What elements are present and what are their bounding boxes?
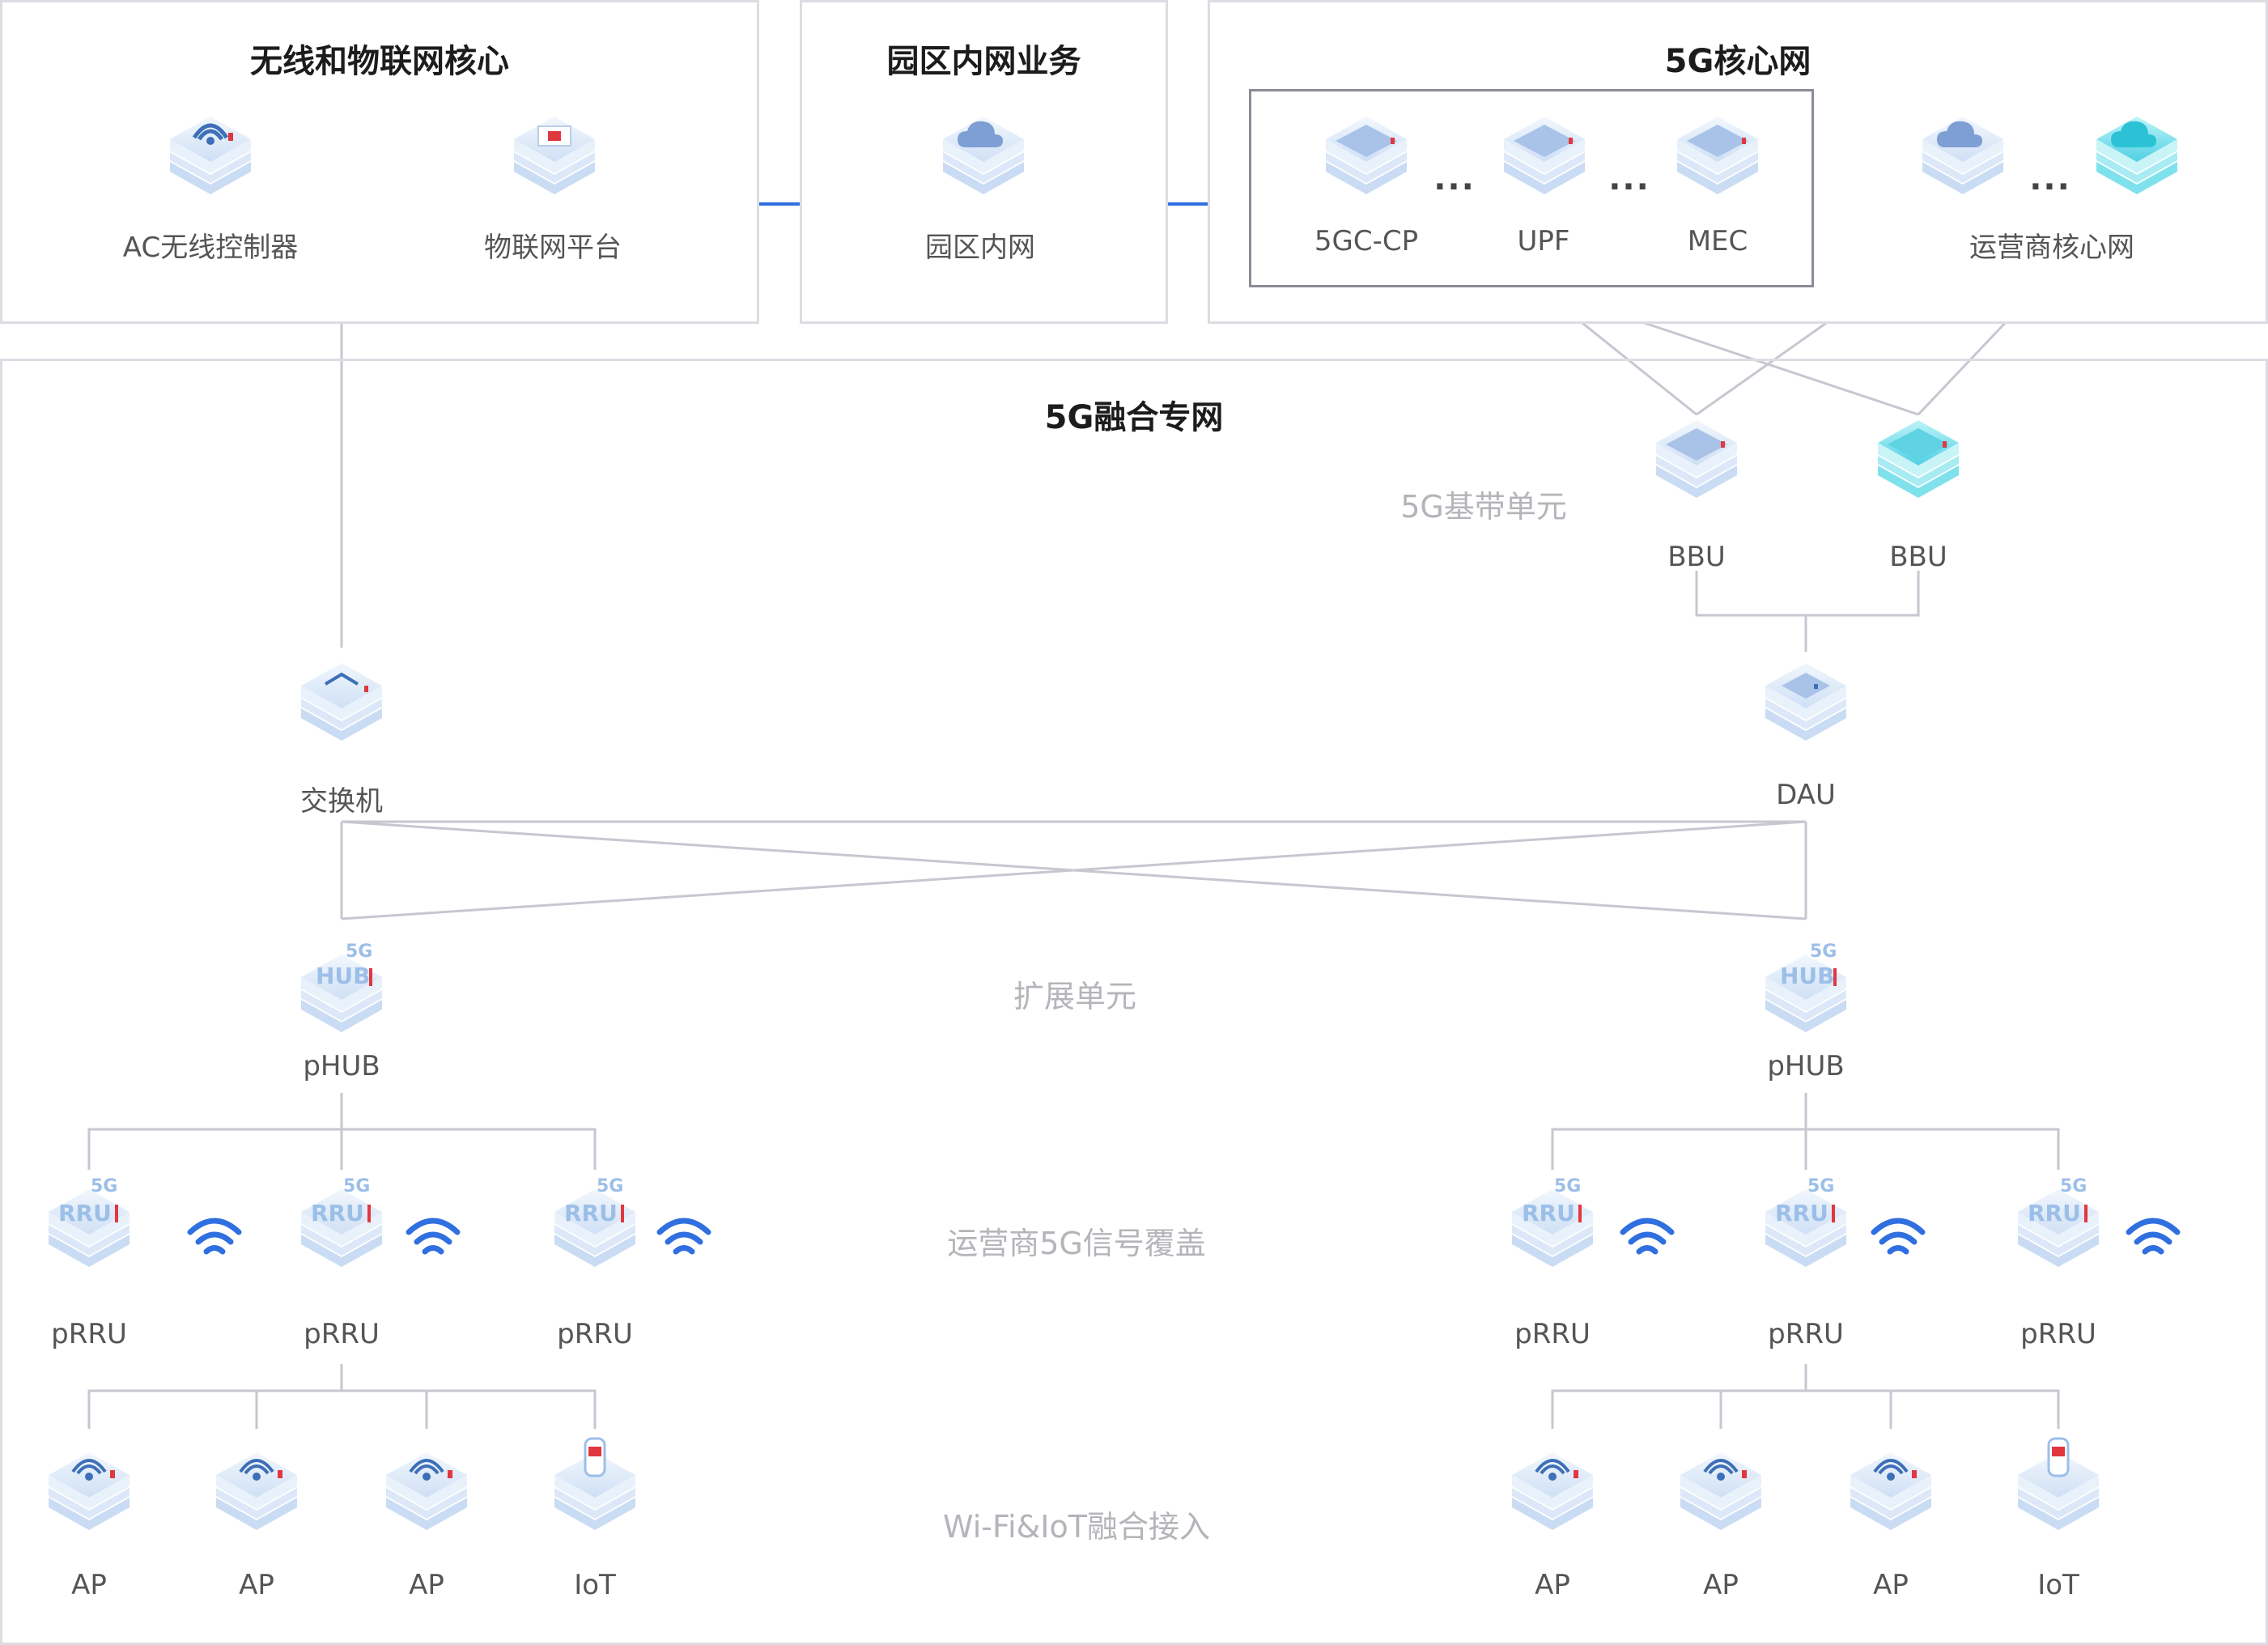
ap-label: AP — [1873, 1569, 1909, 1601]
ellipsis: ... — [1608, 160, 1650, 198]
ap-label: AP — [239, 1569, 274, 1601]
section-label-expansion: 扩展单元 — [1013, 979, 1137, 1014]
panel-title: 园区内网业务 — [886, 43, 1081, 80]
panel-title: 5G融合专网 — [1044, 399, 1224, 436]
prru-icon: RRU 5G — [554, 1174, 635, 1274]
wifi-signal-icon — [1615, 1214, 1680, 1266]
svg-text:HUB: HUB — [316, 963, 371, 989]
wifi-signal-icon — [182, 1214, 247, 1266]
phub-label: pHUB — [303, 1050, 380, 1082]
svg-text:5G: 5G — [1807, 1176, 1834, 1197]
ap-label: AP — [409, 1569, 444, 1601]
switch-label: 交换机 — [300, 785, 383, 818]
prru-label: pRRU — [2020, 1318, 2096, 1350]
wifi-signal-icon — [652, 1214, 716, 1266]
phub-label: pHUB — [1767, 1050, 1845, 1082]
cloud-cyan-icon — [2096, 113, 2177, 206]
prru-icon: RRU 5G — [1512, 1174, 1593, 1274]
ap-label: AP — [1535, 1569, 1570, 1601]
ap-label: AP — [1703, 1569, 1739, 1601]
ellipsis: ... — [2029, 160, 2071, 198]
bbu-label: BBU — [1889, 541, 1947, 573]
iot-platform-icon — [514, 113, 595, 206]
ap-icon — [216, 1449, 297, 1541]
server-icon — [1677, 113, 1758, 206]
wifi-signal-icon — [2121, 1214, 2185, 1266]
svg-text:5G: 5G — [2060, 1176, 2087, 1197]
iot-device-icon — [554, 1437, 635, 1537]
panel-title: 无线和物联网核心 — [250, 43, 509, 80]
svg-text:HUB: HUB — [1780, 963, 1835, 989]
svg-text:RRU: RRU — [2028, 1200, 2081, 1226]
panel-5g-converged-private-network: 5G融合专网 — [0, 359, 2268, 1645]
svg-text:RRU: RRU — [564, 1200, 618, 1226]
ap-icon — [1680, 1449, 1761, 1541]
svg-text:RRU: RRU — [1775, 1200, 1828, 1226]
ap-icon — [49, 1449, 130, 1541]
svg-text:5G: 5G — [597, 1176, 623, 1197]
prru-label: pRRU — [1768, 1318, 1844, 1350]
cloud-icon — [943, 113, 1024, 206]
bbu-label: BBU — [1667, 541, 1726, 573]
iot-label: IoT — [574, 1569, 616, 1601]
cloud-icon — [1922, 113, 2003, 206]
ac-controller-label: AC无线控制器 — [122, 232, 299, 264]
svg-text:RRU: RRU — [58, 1200, 112, 1226]
campus-intranet-label: 园区内网 — [925, 232, 1035, 264]
prru-label: pRRU — [1514, 1318, 1591, 1350]
svg-text:5G: 5G — [343, 1176, 370, 1197]
5gc-cp-label: 5GC-CP — [1314, 225, 1419, 257]
section-label-baseband: 5G基带单元 — [1400, 489, 1567, 525]
iot-device-icon — [2018, 1437, 2099, 1537]
svg-text:5G: 5G — [1554, 1176, 1581, 1197]
iot-label: IoT — [2037, 1569, 2079, 1601]
ac-controller-icon — [170, 113, 251, 206]
switch-icon — [301, 660, 382, 752]
svg-text:5G: 5G — [346, 942, 372, 962]
ap-icon — [386, 1449, 467, 1541]
wifi-signal-icon — [1866, 1214, 1930, 1266]
iot-platform-label: 物联网平台 — [484, 232, 622, 264]
ap-icon — [1512, 1449, 1593, 1541]
server-icon — [1326, 113, 1407, 206]
upf-label: UPF — [1517, 225, 1570, 257]
section-label-coverage: 运营商5G信号覆盖 — [947, 1226, 1206, 1261]
5gc-group-box — [1249, 89, 1814, 287]
server-icon — [1504, 113, 1585, 206]
panel-wireless-iot-core: 无线和物联网核心 — [0, 0, 759, 324]
bbu-cyan-icon — [1878, 417, 1959, 509]
dau-label: DAU — [1776, 779, 1836, 811]
operator-core-label: 运营商核心网 — [1969, 232, 2134, 264]
svg-text:RRU: RRU — [311, 1200, 364, 1226]
svg-text:RRU: RRU — [1522, 1200, 1575, 1226]
wifi-signal-icon — [401, 1214, 465, 1266]
dau-icon — [1765, 660, 1846, 752]
bbu-icon — [1656, 417, 1737, 509]
svg-text:5G: 5G — [1810, 942, 1837, 962]
ap-label: AP — [71, 1569, 107, 1601]
mec-label: MEC — [1687, 225, 1748, 257]
phub-icon: HUB 5G — [1765, 939, 1846, 1039]
prru-label: pRRU — [51, 1318, 127, 1350]
prru-label: pRRU — [304, 1318, 380, 1350]
section-label-access: Wi-Fi&IoT融合接入 — [943, 1509, 1210, 1545]
panel-title: 5G核心网 — [1664, 43, 1811, 80]
prru-icon: RRU 5G — [301, 1174, 382, 1274]
prru-icon: RRU 5G — [49, 1174, 130, 1274]
prru-icon: RRU 5G — [1765, 1174, 1846, 1274]
prru-icon: RRU 5G — [2018, 1174, 2099, 1274]
svg-text:5G: 5G — [91, 1176, 117, 1197]
ap-icon — [1850, 1449, 1931, 1541]
prru-label: pRRU — [557, 1318, 633, 1350]
ellipsis: ... — [1433, 160, 1476, 198]
phub-icon: HUB 5G — [301, 939, 382, 1039]
